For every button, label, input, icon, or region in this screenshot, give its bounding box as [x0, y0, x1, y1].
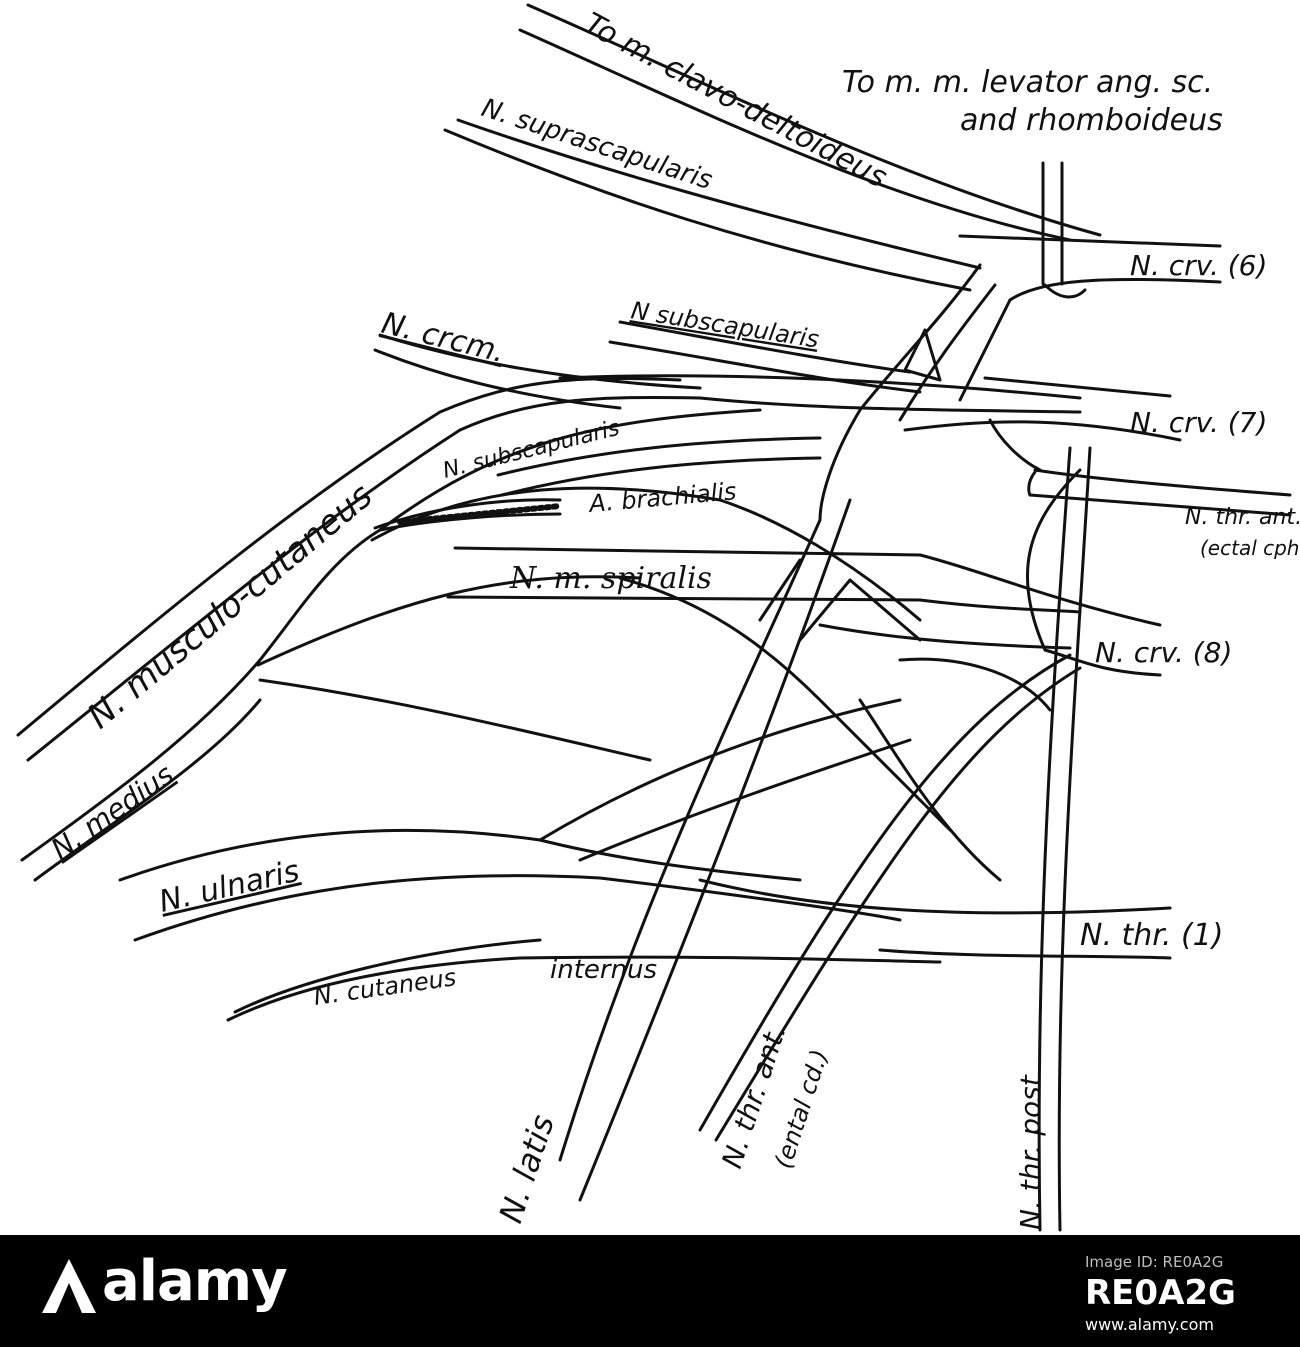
label-to-levator-line1: To m. m. levator ang. sc.: [842, 65, 1213, 100]
nerve-thr-ant-ental: [698, 653, 1082, 1142]
label-musculo-cutaneus: N. musculo-cutaneus: [80, 476, 380, 737]
label-m-spiralis: N. m. spiralis: [509, 561, 712, 596]
nerve-latis: [558, 498, 852, 1202]
nerve-m-spiralis: [446, 546, 1162, 627]
label-subscapularis-upper: N subscapularis: [629, 296, 821, 353]
label-medius: N. medius: [45, 758, 180, 866]
label-internus: internus: [550, 955, 657, 985]
nerve-thr-post: [1037, 446, 1092, 1232]
watermark-bar: alamy Image ID: RE0A2G RE0A2G www.alamy.…: [0, 1235, 1300, 1347]
nerve-subscapularis-upper: [608, 320, 922, 394]
label-to-levator-line2: and rhomboideus: [960, 103, 1223, 138]
nerve-crv7: [558, 374, 1182, 442]
nerve-cutaneus-internus: [226, 938, 942, 1022]
image-id: RE0A2G: [1085, 1273, 1236, 1313]
nerve-suprascapularis: [443, 118, 982, 292]
nerve-subscapularis-lower: [496, 436, 822, 497]
brachial-plexus-diagram: To m. clavo-deltoideus To m. m. levator …: [16, 3, 1300, 1232]
label-latis: N. latis: [491, 1110, 561, 1227]
artery-brachialis: [373, 498, 563, 532]
label-ectal-cph: (ectal cph.): [1200, 536, 1300, 560]
label-crv7: N. crv. (7): [1130, 406, 1267, 439]
nerve-crv6: [958, 234, 1222, 302]
label-thr-post: N. thr. post: [1014, 1074, 1047, 1230]
nerve-thr1: [698, 698, 1172, 960]
nerve-crcm: [373, 333, 702, 410]
nerve-medius: [20, 408, 922, 882]
nerve-ulnaris: [118, 698, 912, 942]
image-id-caption: Image ID: RE0A2G: [1085, 1253, 1224, 1271]
alamy-wordmark: alamy: [102, 1249, 288, 1314]
label-a-brachialis: A. brachialis: [586, 477, 737, 518]
label-thr1: N. thr. (1): [1080, 918, 1223, 953]
label-ncrcm: N. crcm.: [378, 306, 508, 370]
nerve-to-levator: [1041, 161, 1064, 286]
label-cutaneus: N. cutaneus: [312, 963, 458, 1011]
nerve-connectors: [618, 263, 1082, 832]
label-crv8: N. crv. (8): [1095, 636, 1232, 669]
label-suprascapularis: N. suprascapularis: [478, 93, 716, 196]
nerve-musculo-cutaneus: [16, 377, 702, 762]
alamy-logo-icon: [42, 1259, 96, 1313]
watermark-url: www.alamy.com: [1085, 1315, 1214, 1334]
label-crv6: N. crv. (6): [1130, 249, 1267, 282]
nerve-to-clavo-deltoideus: [518, 3, 1102, 242]
label-thr-ant-ectal: N. thr. ant.: [1185, 505, 1300, 530]
